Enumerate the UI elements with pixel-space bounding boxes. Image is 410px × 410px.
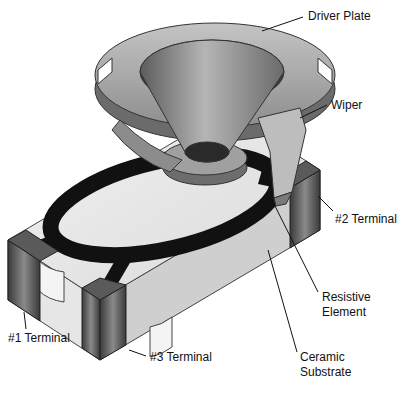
part-label-text: Driver Plate: [308, 9, 371, 23]
part-label-text: #1 Terminal: [8, 331, 70, 345]
wiper: [258, 108, 306, 198]
part-label: Ceramic Substrate: [300, 350, 366, 380]
wiper-contact: [274, 192, 292, 206]
leader-line: [300, 105, 327, 118]
part-label: Resistive Element: [322, 290, 384, 320]
leader-line: [129, 350, 146, 356]
part-label: Driver Plate: [308, 9, 371, 24]
driver-plate-slot: [98, 58, 112, 84]
part-label-text: #2 Terminal: [335, 212, 397, 226]
substrate-notch: [38, 260, 64, 302]
funnel: [140, 40, 284, 162]
part-label: #1 Terminal: [8, 331, 70, 346]
leader-line: [24, 312, 26, 329]
part-label-text: Ceramic Substrate: [300, 350, 351, 379]
part-label: #2 Terminal: [335, 212, 397, 227]
leader-line: [318, 196, 333, 211]
leader-line: [262, 17, 303, 31]
center-hole: [185, 142, 229, 162]
leader-line: [272, 200, 318, 292]
part-label: #3 Terminal: [150, 350, 212, 365]
leader-line: [268, 250, 297, 352]
part-label-text: #3 Terminal: [150, 350, 212, 364]
rotor: [95, 23, 335, 206]
part-label-text: Wiper: [331, 98, 362, 112]
terminal-3-top: [82, 278, 126, 300]
wiper: [112, 120, 182, 172]
terminal-1-top: [8, 230, 58, 261]
part-label-text: Resistive Element: [322, 290, 371, 319]
driver-plate-slot: [318, 58, 332, 84]
part-label: Wiper: [331, 98, 362, 113]
leader-lines: [24, 17, 333, 356]
